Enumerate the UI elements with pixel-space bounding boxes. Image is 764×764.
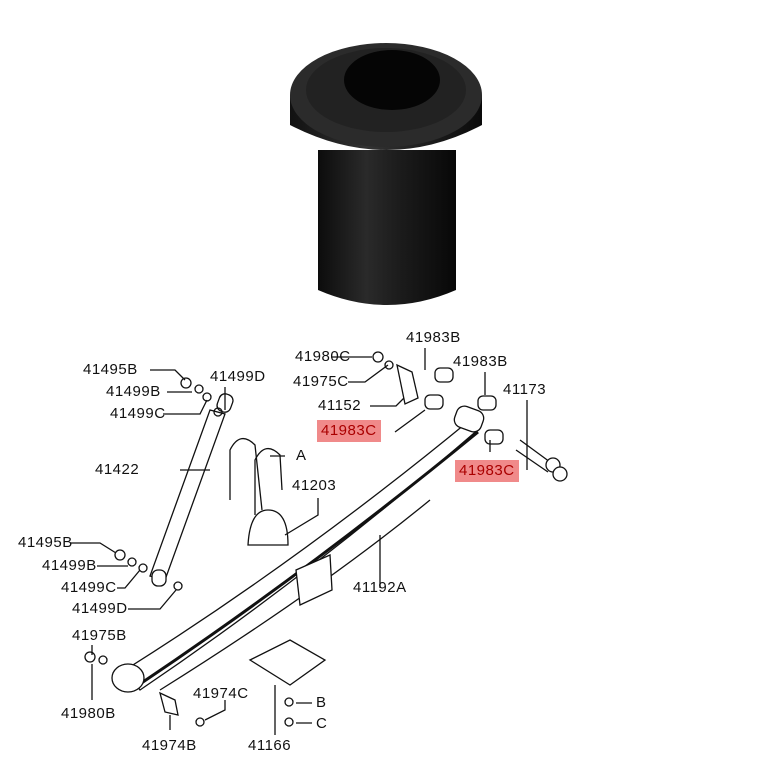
label-B: B	[316, 694, 327, 711]
label-41499C-bottom: 41499C	[61, 579, 117, 596]
label-41974B: 41974B	[142, 737, 197, 754]
label-41495B-top: 41495B	[83, 361, 138, 378]
label-41192A: 41192A	[353, 579, 407, 596]
label-41983B-2: 41983B	[453, 353, 508, 370]
label-41974C: 41974C	[193, 685, 249, 702]
label-A: A	[296, 447, 307, 464]
label-41980B: 41980B	[61, 705, 116, 722]
label-41499D-top: 41499D	[210, 368, 266, 385]
label-41499B-bottom: 41499B	[42, 557, 97, 574]
bushing-photo	[290, 43, 482, 305]
label-41975C: 41975C	[293, 373, 349, 390]
label-41422: 41422	[95, 461, 140, 478]
leaf-spring-diagram	[70, 348, 568, 735]
label-C: C	[316, 715, 328, 732]
highlighted-label-41983C: 41983C	[455, 460, 519, 482]
label-41495B-bottom: 41495B	[18, 534, 73, 551]
highlighted-label-41983C: 41983C	[317, 420, 381, 442]
label-41166: 41166	[248, 737, 292, 754]
label-41173: 41173	[503, 381, 547, 398]
label-41203: 41203	[292, 477, 337, 494]
label-41980C: 41980C	[295, 348, 351, 365]
label-41975B: 41975B	[72, 627, 127, 644]
label-41499D-bottom: 41499D	[72, 600, 128, 617]
label-41499B-top: 41499B	[106, 383, 161, 400]
label-41152: 41152	[318, 397, 362, 414]
label-41499C-top: 41499C	[110, 405, 166, 422]
label-41983B-1: 41983B	[406, 329, 461, 346]
